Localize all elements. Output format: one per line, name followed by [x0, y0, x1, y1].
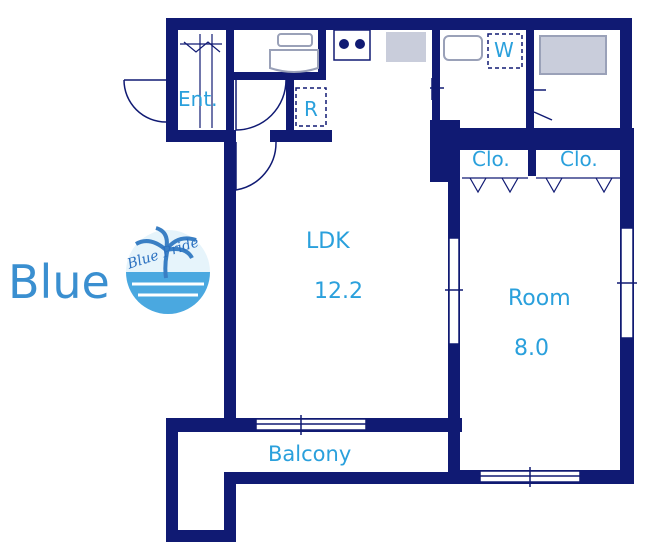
- closet-left-label: Clo.: [472, 147, 510, 171]
- window-mullions: [256, 282, 637, 487]
- bathtub-icon: [539, 35, 607, 75]
- stove-icon: [333, 29, 371, 61]
- room-label: Room: [508, 286, 571, 311]
- balcony-label: Balcony: [268, 442, 351, 466]
- room-size: 8.0: [514, 336, 549, 361]
- closet-doors: [462, 177, 620, 194]
- brand-logo: Blue Blue Pride: [8, 226, 210, 314]
- ldk-size: 12.2: [314, 279, 363, 304]
- ldk-label: LDK: [306, 229, 350, 254]
- shoe-closet: [180, 34, 222, 128]
- blue-pride-emblem: Blue Pride: [124, 226, 210, 314]
- washbasin-icon: [443, 35, 483, 61]
- sink-icon: [386, 32, 426, 62]
- doors: [123, 78, 553, 191]
- fridge-label: R: [304, 97, 318, 121]
- closet-right-label: Clo.: [560, 147, 598, 171]
- brand-word: Blue: [8, 255, 110, 309]
- fridge-space: [295, 87, 327, 127]
- washer-space: [487, 33, 523, 69]
- washer-label: W: [494, 38, 514, 62]
- entrance-label: Ent.: [178, 87, 218, 111]
- toilet-icon: [269, 33, 319, 73]
